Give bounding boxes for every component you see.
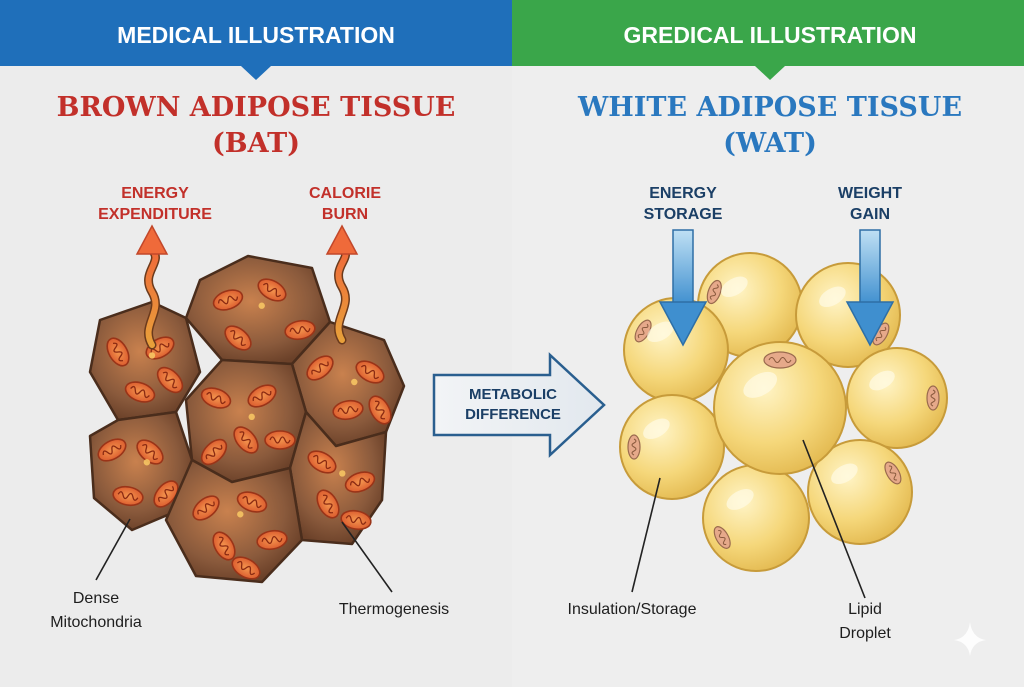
bat-cell [184, 254, 332, 366]
lipid-dot [339, 470, 346, 477]
mitochondrion [212, 531, 236, 561]
highlight [831, 463, 858, 485]
right-banner-label: GREDICAL ILLUSTRATION [623, 22, 916, 48]
bat-cell [164, 458, 304, 584]
nucleus [763, 351, 797, 369]
left-banner-label: MEDICAL ILLUSTRATION [117, 22, 395, 48]
wat-cell [702, 464, 810, 572]
insulation-storage-label: Insulation/Storage [568, 601, 697, 618]
weight-gain-arrow [845, 229, 895, 347]
right-title-line1: WHITE ADIPOSE TISSUE [577, 92, 962, 123]
wat-cell [846, 347, 948, 449]
mitochondrion [256, 529, 288, 551]
mitochondrion [307, 450, 337, 474]
lipid-dot [248, 413, 255, 421]
metabolic-difference-arrow: METABOLIC DIFFERENCE [432, 352, 606, 458]
mitochondrion [306, 355, 334, 381]
metabolic-difference-line1: METABOLIC [469, 386, 557, 403]
mitochondrion [344, 471, 376, 493]
mitochondria-leader [95, 518, 131, 581]
mitochondrion [124, 381, 156, 403]
mitochondrion [233, 426, 259, 454]
bat-cell [290, 320, 406, 448]
mitochondrion [97, 438, 127, 462]
right-title-line2: (WAT) [723, 128, 817, 159]
energy-storage-line1: ENERGY [649, 185, 717, 202]
mitochondrion [136, 439, 164, 465]
right-banner: GREDICAL ILLUSTRATION [512, 0, 1024, 80]
highlight [743, 371, 778, 398]
energy-storage-arrow [658, 229, 708, 347]
mitochondrion [231, 556, 261, 580]
energy-expenditure-line1: ENERGY [121, 185, 189, 202]
lipid-dot [143, 459, 151, 466]
highlight [721, 276, 748, 298]
droplet-label: Droplet [839, 625, 891, 642]
wat-cell [713, 341, 847, 475]
thermogenesis-label: Thermogenesis [339, 601, 449, 618]
calorie-burn-line2: BURN [322, 206, 368, 223]
bat-cell [184, 358, 308, 484]
highlight [643, 418, 670, 440]
lipid-label: Lipid [848, 601, 882, 618]
weight-gain-line2: GAIN [850, 206, 890, 223]
highlight [647, 321, 674, 343]
mitochondrion [112, 485, 144, 507]
mitochondrion [236, 491, 268, 513]
bat-cell [88, 410, 194, 532]
left-title-line1: BROWN ADIPOSE TISSUE [57, 92, 456, 123]
lipid-droplet-leader [802, 439, 866, 599]
lipid-dot [351, 378, 358, 386]
highlight [726, 489, 754, 510]
mitochondrion [224, 325, 252, 351]
highlight [869, 370, 895, 391]
mitochondrion [332, 399, 364, 421]
mitochondrion [106, 337, 130, 367]
highlight [819, 286, 846, 308]
left-banner: MEDICAL ILLUSTRATION [0, 0, 512, 80]
lipid-dot [237, 511, 244, 518]
sparkle-icon [954, 622, 986, 656]
dense-label: Dense [73, 590, 119, 607]
mitochondrion [257, 278, 287, 302]
mitochondrion [153, 480, 179, 508]
nucleus [926, 385, 940, 411]
mitochondrion [340, 509, 372, 531]
energy-expenditure-arrow [135, 224, 169, 350]
insulation-leader [631, 477, 661, 593]
mitochondrion [316, 489, 340, 519]
mitochondrion [200, 438, 228, 466]
thermogenesis-leader [341, 521, 393, 593]
energy-storage-line2: STORAGE [644, 206, 723, 223]
mitochondrion [368, 395, 392, 425]
mitochondrion [355, 360, 385, 384]
lipid-dot [148, 352, 156, 359]
mitochondrion [156, 366, 184, 394]
leader-lines [95, 439, 866, 599]
weight-gain-line1: WEIGHT [838, 185, 902, 202]
nucleus [627, 434, 641, 460]
nucleus [706, 279, 722, 305]
wat-cell [619, 394, 725, 500]
nucleus [713, 526, 731, 549]
metabolic-difference-line2: DIFFERENCE [465, 406, 561, 423]
mitochondrion [284, 319, 316, 341]
left-title-line2: (BAT) [212, 128, 300, 159]
mitochondrion [200, 387, 232, 409]
mitochondrion [264, 430, 296, 450]
mitochondrion [247, 384, 277, 408]
energy-expenditure-line2: EXPENDITURE [98, 206, 212, 223]
brown-adipose-cell-cluster [88, 254, 406, 584]
mitochondria-label: Mitochondria [50, 614, 142, 631]
calorie-burn-arrow [325, 224, 359, 345]
lipid-dot [258, 302, 265, 309]
calorie-burn-line1: CALORIE [309, 185, 381, 202]
mitochondrion [212, 289, 244, 311]
mitochondrion [192, 495, 220, 521]
bat-cell [288, 410, 388, 546]
nucleus [884, 461, 902, 485]
